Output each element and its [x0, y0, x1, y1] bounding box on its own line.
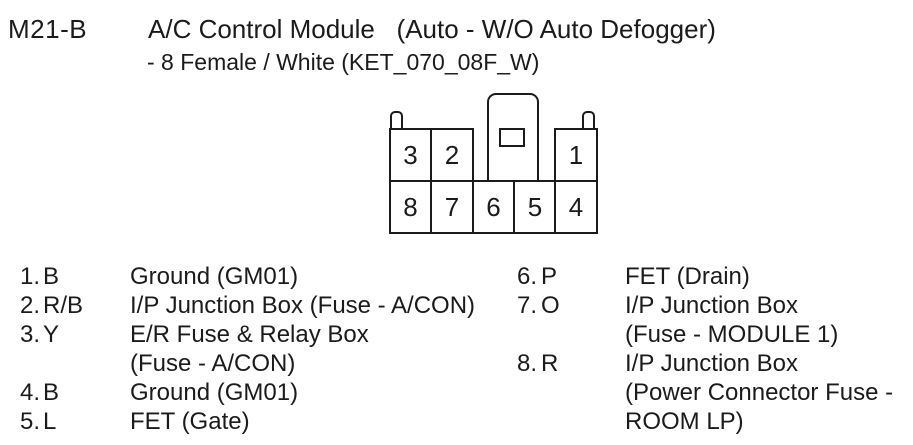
wire-color: [541, 378, 625, 407]
wire-color: B: [43, 379, 60, 406]
pin-description: Ground (GM01): [130, 263, 299, 290]
connector-latch-neck-icon: [487, 145, 539, 182]
wire-color: R/B: [43, 292, 84, 319]
pin-list-right: 6. P FET (Drain) 7. O I/P Junction Box (…: [517, 262, 907, 436]
wire-color: R: [541, 350, 559, 377]
connector-id: M21-B: [8, 14, 88, 44]
pin-description: E/R Fuse & Relay Box: [130, 321, 369, 348]
pin-row: 5. L FET (Gate): [20, 407, 490, 436]
pin-description: FET (Drain): [625, 263, 750, 290]
connector-subtitle: - 8 Female / White (KET_070_08F_W): [147, 49, 540, 75]
pin-description: (Fuse - MODULE 1): [625, 321, 839, 348]
connector-tab-right-icon: [582, 111, 595, 130]
page-title: A/C Control Module (Auto - W/O Auto Defo…: [148, 14, 716, 44]
pin-description: ROOM LP): [625, 408, 744, 435]
pin-description: (Power Connector Fuse -: [625, 379, 894, 406]
pin-description: I/P Junction Box: [625, 292, 798, 319]
pin-cell-3: 3: [389, 128, 432, 182]
pin-number: 4.: [20, 379, 41, 406]
wire-color: O: [541, 292, 560, 319]
pin-number: 8.: [517, 350, 538, 377]
wire-color: P: [541, 263, 558, 290]
pin-description: Ground (GM01): [130, 379, 299, 406]
pin-number: 1.: [20, 263, 41, 290]
pin-cell-5: 5: [513, 180, 557, 234]
wire-color: L: [43, 408, 57, 435]
pin-description: FET (Gate): [130, 408, 250, 435]
pin-list-left: 1. B Ground (GM01) 2. R/B I/P Junction B…: [20, 262, 490, 436]
wire-color: B: [43, 263, 60, 290]
connector-latch-icon: [487, 93, 539, 147]
pin-row: (Power Connector Fuse -: [517, 378, 907, 407]
pin-number: [20, 349, 43, 378]
pin-description: (Fuse - A/CON): [130, 350, 296, 377]
pin-row: 7. O I/P Junction Box: [517, 291, 907, 320]
pin-number: 7.: [517, 292, 538, 319]
wire-color: Y: [43, 321, 60, 348]
pin-number: 3.: [20, 321, 41, 348]
pin-row: 2. R/B I/P Junction Box (Fuse - A/CON): [20, 291, 490, 320]
pin-cell-2: 2: [430, 128, 474, 182]
pin-row: (Fuse - A/CON): [20, 349, 490, 378]
pin-number: 5.: [20, 408, 41, 435]
pin-number: 2.: [20, 292, 41, 319]
pin-row: 3. Y E/R Fuse & Relay Box: [20, 320, 490, 349]
pin-description: I/P Junction Box (Fuse - A/CON): [130, 292, 476, 319]
pin-number: [517, 378, 541, 407]
connector-tab-left-icon: [390, 111, 403, 130]
connector-latch-slot-icon: [499, 128, 525, 147]
pin-cell-4: 4: [554, 180, 598, 234]
pin-row: 4. B Ground (GM01): [20, 378, 490, 407]
pin-row: 8. R I/P Junction Box: [517, 349, 907, 378]
pin-row: 6. P FET (Drain): [517, 262, 907, 291]
wire-color: [43, 349, 130, 378]
wire-color: [541, 320, 625, 349]
pin-cell-6: 6: [472, 180, 515, 234]
pin-cell-7: 7: [430, 180, 474, 234]
pin-row: 1. B Ground (GM01): [20, 262, 490, 291]
pin-row: (Fuse - MODULE 1): [517, 320, 907, 349]
pin-number: [517, 320, 541, 349]
pin-description: I/P Junction Box: [625, 350, 798, 377]
pin-number: 6.: [517, 263, 538, 290]
pin-cell-8: 8: [389, 180, 432, 234]
pin-number: [517, 407, 541, 436]
pin-row: ROOM LP): [517, 407, 907, 436]
pin-cell-1: 1: [554, 128, 598, 182]
connector-diagram: 3 2 1 8 7 6 5 4: [389, 93, 598, 234]
wire-color: [541, 407, 625, 436]
